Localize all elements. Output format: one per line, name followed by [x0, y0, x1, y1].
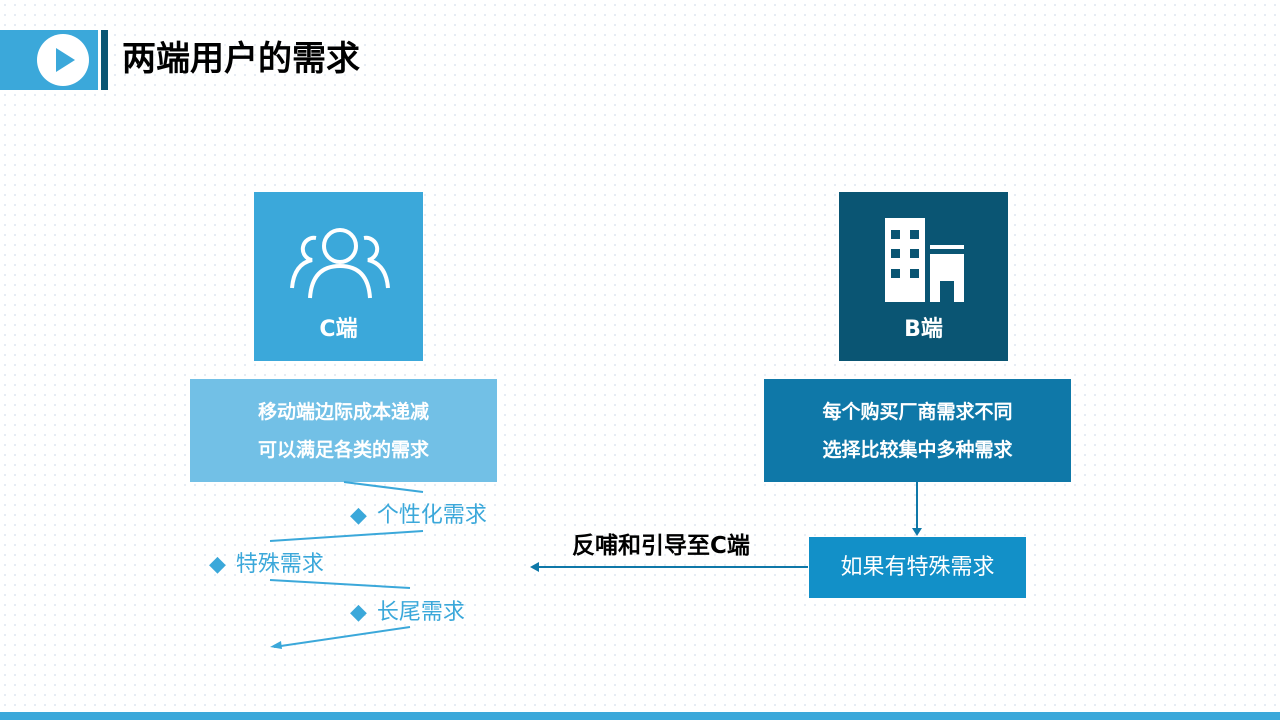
- item-label: 个性化需求: [376, 503, 487, 528]
- bottom-bar: [0, 712, 1280, 720]
- b-desc-line: 每个购买厂商需求不同: [822, 400, 1013, 423]
- b-side-card: B端: [839, 192, 1008, 361]
- b-side-label: B端: [904, 317, 943, 342]
- c-side-description: 移动端边际成本递减 可以满足各类的需求: [190, 379, 497, 482]
- c-item-longtail: ◆ 长尾需求: [350, 594, 465, 626]
- building-icon: [885, 218, 964, 302]
- item-label: 长尾需求: [376, 600, 465, 625]
- page-title: 两端用户的需求: [122, 39, 360, 79]
- c-item-special: ◆ 特殊需求: [209, 546, 324, 578]
- diamond-icon: ◆: [350, 600, 367, 625]
- item-label: 特殊需求: [235, 552, 324, 577]
- arrow-label: 反哺和引导至C端: [572, 533, 750, 559]
- b-desc-line: 选择比较集中多种需求: [822, 438, 1013, 461]
- b-side-description: 每个购买厂商需求不同 选择比较集中多种需求: [764, 379, 1071, 482]
- c-desc-line: 移动端边际成本递减: [257, 400, 429, 423]
- c-side-label: C端: [319, 317, 358, 342]
- c-item-personalized: ◆ 个性化需求: [350, 497, 487, 529]
- special-need-box: 如果有特殊需求: [809, 537, 1026, 598]
- header-divider: [101, 30, 108, 90]
- diamond-icon: ◆: [209, 552, 226, 577]
- special-need-label: 如果有特殊需求: [840, 554, 995, 580]
- play-icon: [37, 34, 89, 86]
- c-desc-line: 可以满足各类的需求: [257, 438, 429, 461]
- header-bar: [0, 30, 98, 90]
- c-side-card: C端: [254, 192, 423, 361]
- diamond-icon: ◆: [350, 503, 367, 528]
- users-icon: [290, 228, 390, 299]
